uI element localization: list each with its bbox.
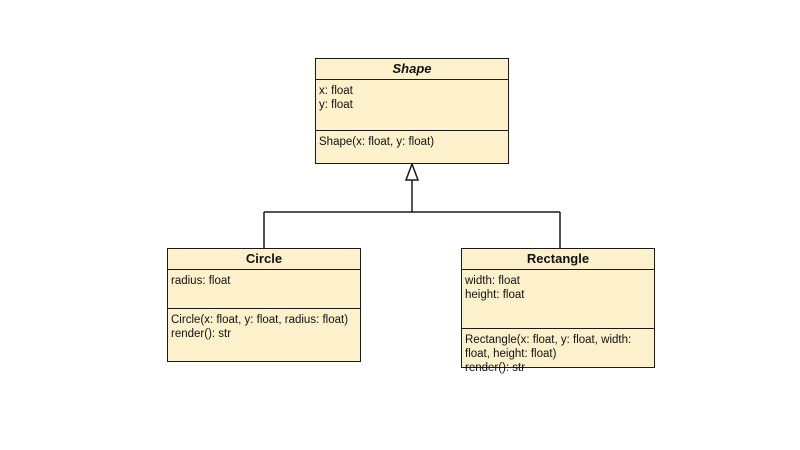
methods-compartment: Circle(x: float, y: float, radius: float… (168, 309, 360, 341)
attribute: width: float (465, 275, 520, 287)
class-name: Circle (168, 249, 360, 270)
class-circle[interactable]: Circle radius: float Circle(x: float, y:… (167, 248, 361, 362)
methods-compartment: Shape(x: float, y: float) (316, 131, 508, 149)
generalization-arrowhead (404, 161, 420, 181)
attribute: height: float (465, 289, 525, 301)
attributes-compartment: width: float height: float (462, 270, 654, 329)
attribute: x: float (319, 85, 353, 97)
attribute: radius: float (171, 275, 231, 287)
method: render(): str (171, 328, 232, 340)
attribute: y: float (319, 99, 353, 111)
class-name: Rectangle (462, 249, 654, 270)
method: render(): str (465, 362, 526, 374)
method: Shape(x: float, y: float) (319, 136, 435, 148)
methods-compartment: Rectangle(x: float, y: float, width: flo… (462, 329, 654, 375)
inheritance-lines (263, 180, 561, 248)
attributes-compartment: radius: float (168, 270, 360, 309)
method: Circle(x: float, y: float, radius: float… (171, 314, 349, 326)
method: Rectangle(x: float, y: float, width: flo… (465, 334, 632, 360)
class-name: Shape (316, 59, 508, 80)
class-shape[interactable]: Shape x: float y: float Shape(x: float, … (315, 58, 509, 164)
class-rectangle[interactable]: Rectangle width: float height: float Rec… (461, 248, 655, 374)
attributes-compartment: x: float y: float (316, 80, 508, 131)
